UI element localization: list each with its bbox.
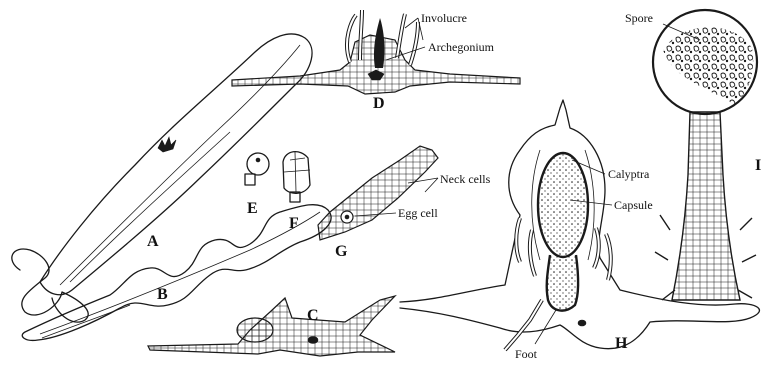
involucre-label: Involucre — [421, 11, 467, 25]
panel-f-letter: F — [289, 215, 299, 232]
panel-g-archegonium — [318, 146, 438, 240]
panel-i-capsule — [653, 10, 757, 300]
panel-d-letter: D — [373, 95, 385, 112]
egg-cell-label: Egg cell — [398, 206, 438, 220]
panel-e-cell — [245, 153, 269, 185]
panel-a-thallus — [12, 34, 312, 322]
foot-label: Foot — [515, 347, 538, 361]
panel-c-protonema — [148, 296, 395, 356]
panel-a-letter: A — [147, 233, 159, 250]
panel-h-letter: H — [615, 335, 628, 352]
panel-e-letter: E — [247, 200, 258, 217]
panel-c-letter: C — [307, 307, 319, 324]
archegonium-label: Archegonium — [428, 40, 495, 54]
calyptra-label: Calyptra — [608, 167, 650, 181]
panel-b-letter: B — [157, 286, 168, 303]
capsule-label: Capsule — [614, 198, 653, 212]
neck-cells-label: Neck cells — [440, 172, 491, 186]
panel-g-letter: G — [335, 243, 348, 260]
panel-i-letter: I — [755, 157, 761, 174]
panel-f-cells — [283, 152, 310, 202]
spore-label: Spore — [625, 11, 653, 25]
